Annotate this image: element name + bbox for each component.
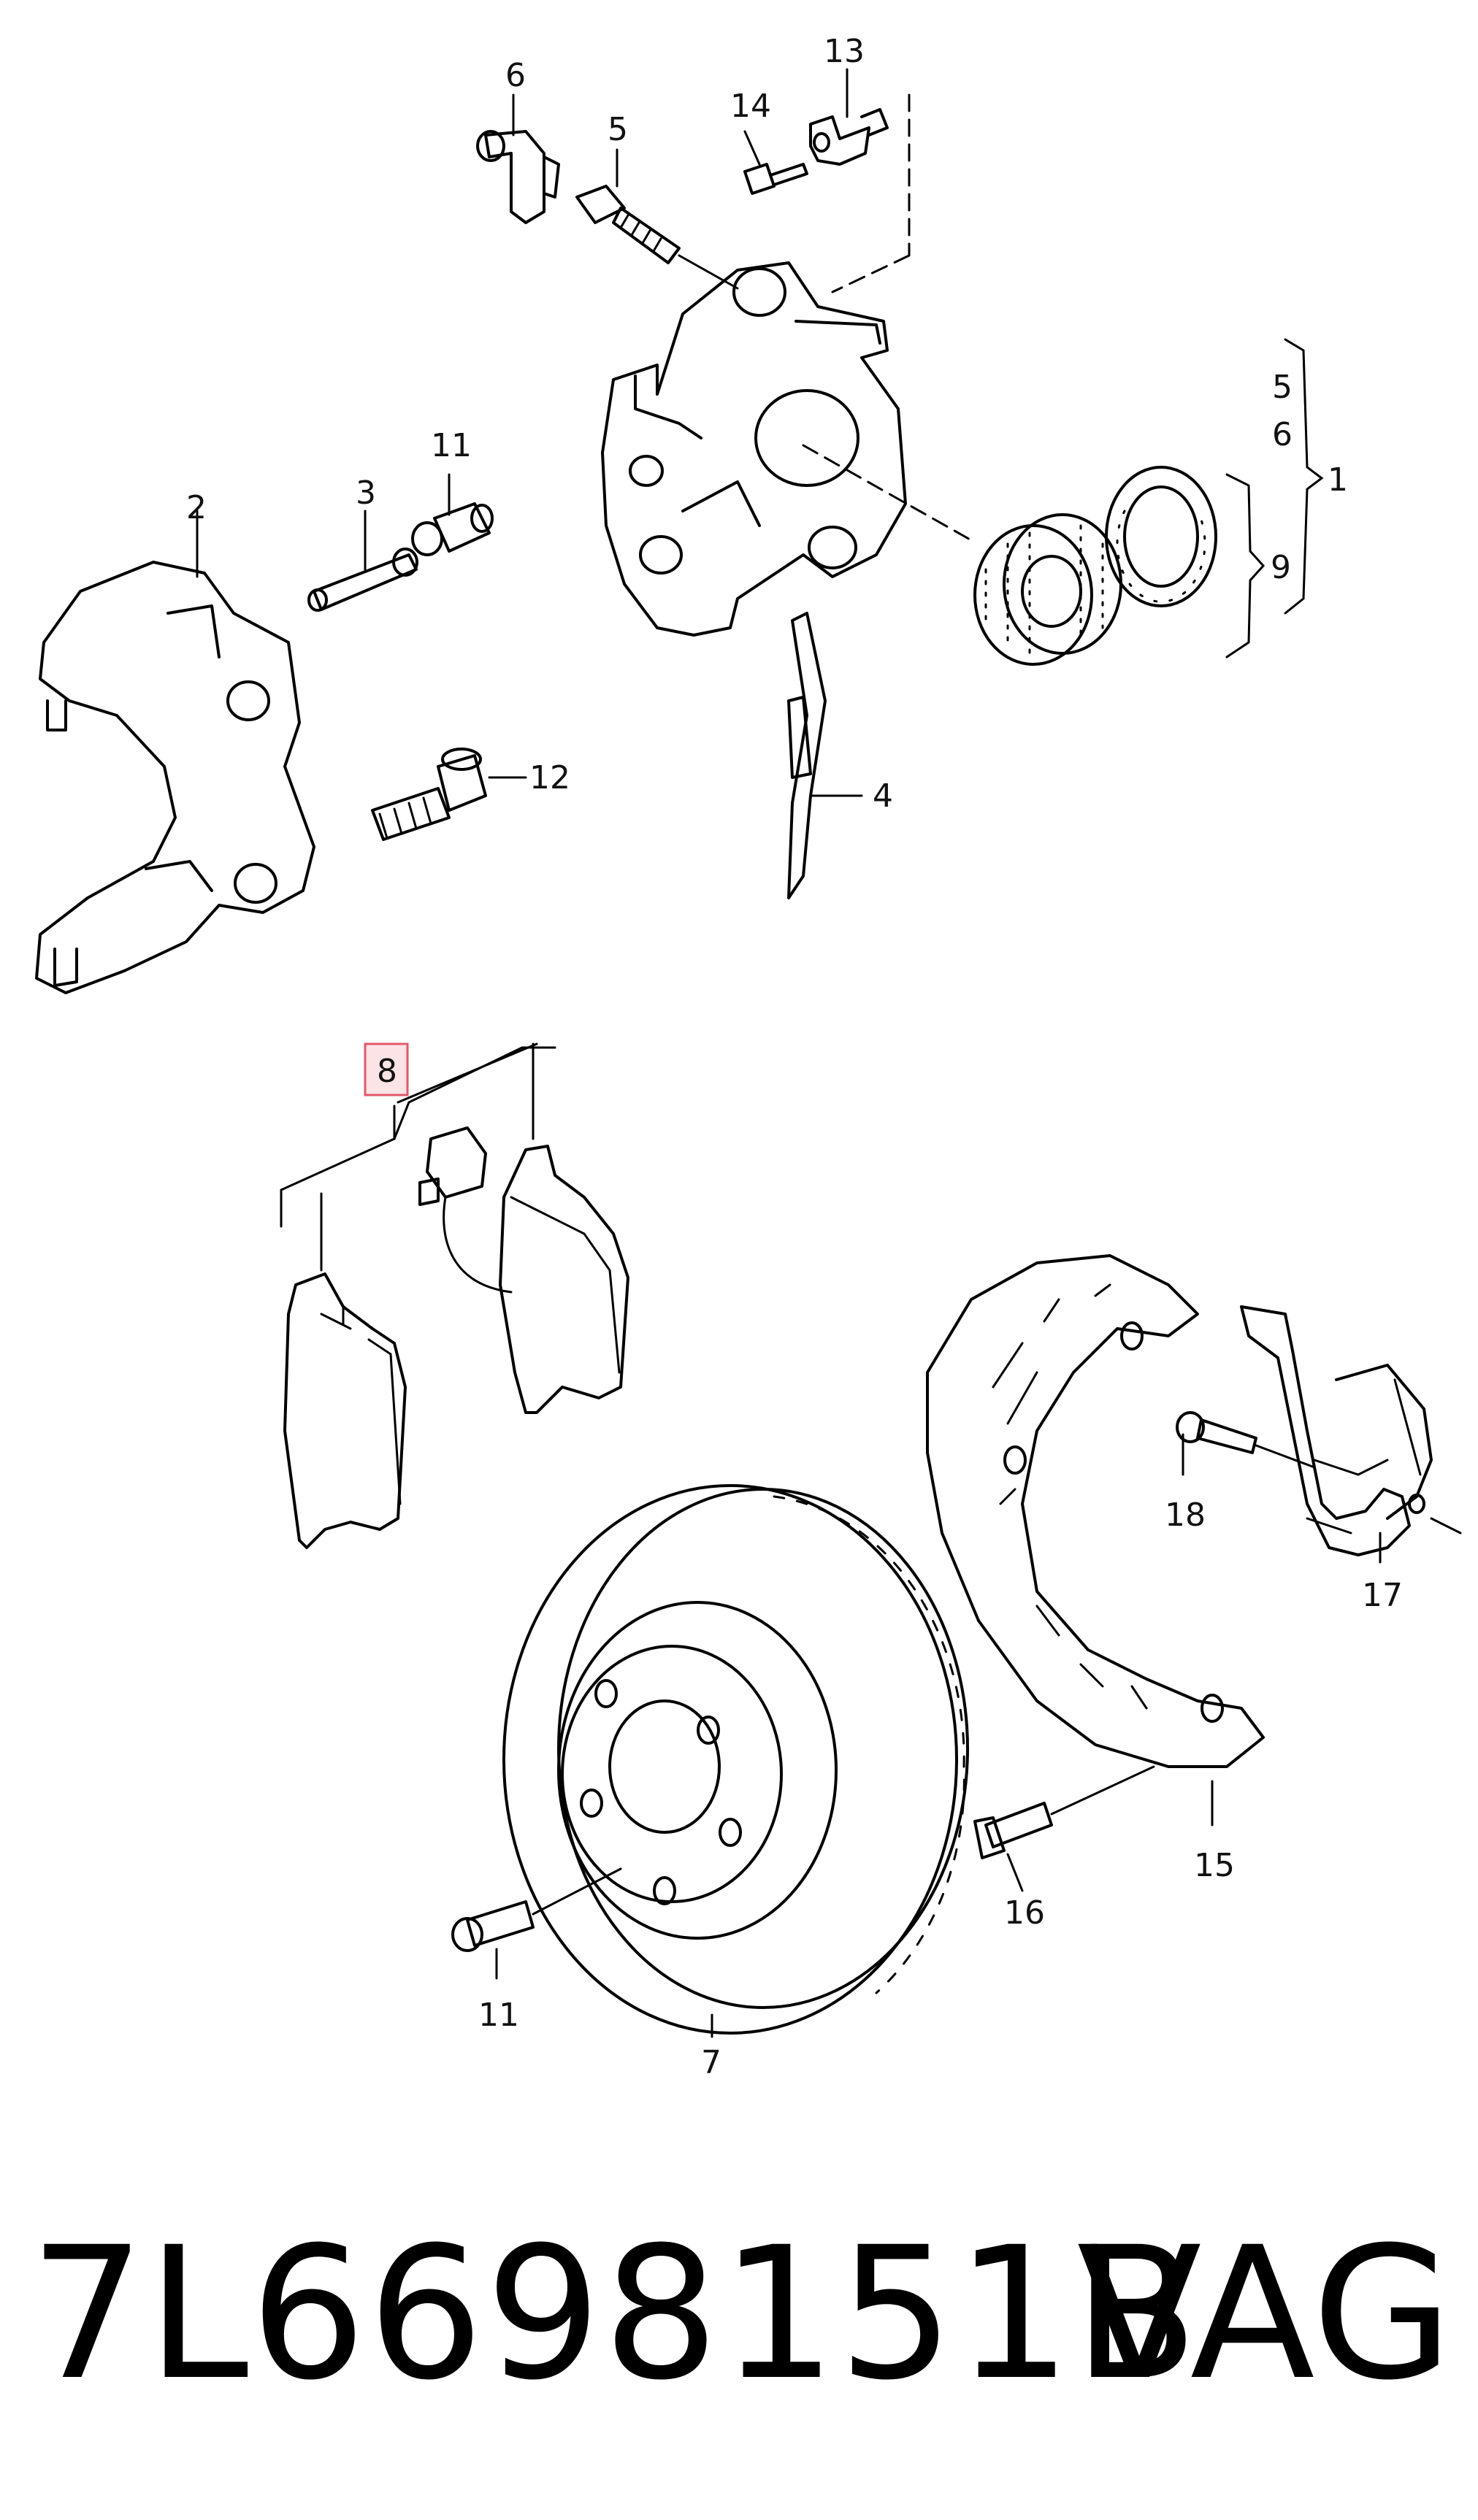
piston: [973, 513, 1122, 666]
label-16: 16: [1004, 1894, 1045, 1932]
hose-bracket: [809, 108, 889, 166]
footer: 7L6698151B VAG: [29, 2205, 1453, 2424]
spring-clip: [1240, 1305, 1462, 1556]
label-5-brace: 5: [1272, 369, 1293, 406]
label-12: 12: [529, 759, 570, 796]
brake-pad-right: [499, 1145, 629, 1414]
highlight-box: [364, 1042, 409, 1096]
label-7: 7: [701, 2044, 721, 2081]
label-1: 1: [1328, 461, 1348, 499]
wheel-bolt: [451, 1867, 622, 1952]
caliper-carrier: [35, 561, 315, 994]
wear-sensor: [418, 1126, 513, 1294]
exploded-parts-diagram: 6 5 14 13 5 6 1 9 11 3 2 12 4 8 18 17 15…: [35, 33, 1462, 2081]
bleeder-screw: [575, 185, 739, 290]
label-4: 4: [873, 777, 893, 815]
label-11-bottom: 11: [478, 1997, 519, 2034]
label-11-top: 11: [431, 427, 472, 464]
label-5: 5: [608, 111, 628, 148]
label-18: 18: [1165, 1497, 1206, 1534]
pin-cap: [411, 502, 494, 556]
label-15: 15: [1194, 1847, 1235, 1884]
guide-pin: [307, 548, 418, 612]
label-13: 13: [824, 33, 865, 70]
label-3: 3: [356, 475, 376, 512]
label-6-brace: 6: [1272, 416, 1293, 453]
label-14: 14: [730, 88, 771, 125]
shield-screw: [973, 1765, 1155, 1859]
label-6: 6: [505, 57, 526, 94]
part-number: 7L6698151B: [29, 2208, 1201, 2420]
piston-seal: [1105, 466, 1217, 607]
clip-bolt: [1176, 1411, 1316, 1469]
carrier-bolt: [371, 748, 487, 841]
label-17: 17: [1362, 1577, 1403, 1614]
bleeder-cap: [476, 130, 560, 224]
bracket-screw: [743, 163, 808, 195]
caliper-housing: [601, 261, 907, 637]
brake-disc: [502, 1484, 969, 2035]
anti-rattle-spring: [787, 612, 827, 899]
brace-1: [1284, 338, 1324, 615]
brace-9: [1225, 473, 1266, 658]
splash-shield: [926, 1254, 1265, 1768]
brake-pad-left: [283, 1272, 407, 1549]
brand-name: VAG: [1076, 2208, 1453, 2420]
label-9: 9: [1271, 549, 1291, 586]
label-8: 8: [377, 1053, 397, 1090]
label-2: 2: [186, 489, 207, 526]
